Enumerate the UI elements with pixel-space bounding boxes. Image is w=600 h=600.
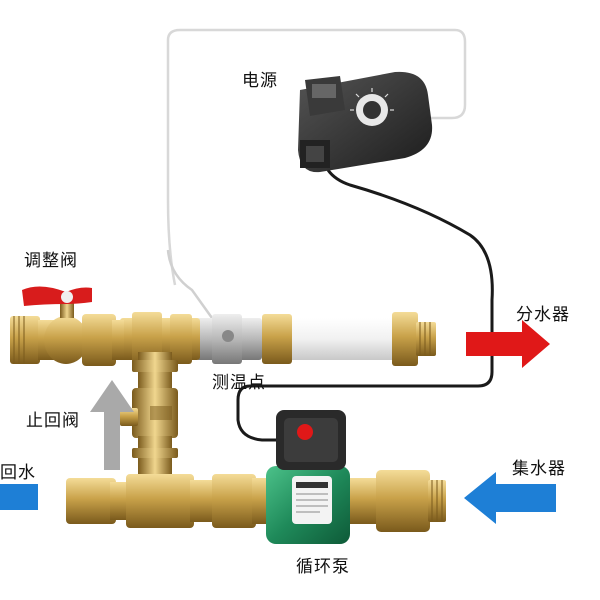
label-return-water: 回水 [0,463,36,483]
label-distributor: 分水器 [516,305,570,325]
pump-icon [266,410,350,544]
label-check-valve: 止回阀 [26,411,80,431]
collector-arrow [464,472,556,524]
sensor-wire [166,28,467,286]
check-valve-flow-arrow [90,380,134,470]
label-circulation-pump: 循环泵 [296,557,350,577]
valve-handle-icon [22,286,92,306]
white-pipe [288,318,396,360]
temperature-sensor-icon [196,314,262,364]
power-controller-icon [298,71,433,173]
label-temp-point: 测温点 [212,373,266,393]
label-power: 电源 [242,71,278,91]
power-cable [236,169,494,442]
sensor-wire-tail [166,249,214,319]
label-adjust-valve: 调整阀 [24,251,78,271]
distributor-arrow [466,320,550,368]
return-water-arrow [0,484,38,510]
label-collector: 集水器 [512,459,566,479]
